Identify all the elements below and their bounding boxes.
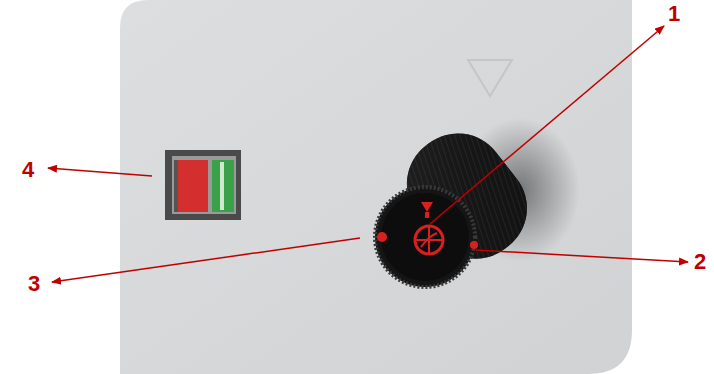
callout-number: 2 (694, 250, 706, 274)
callout-number: 3 (28, 272, 40, 296)
callout-number: 4 (22, 158, 34, 182)
callout-number: 1 (668, 2, 680, 26)
